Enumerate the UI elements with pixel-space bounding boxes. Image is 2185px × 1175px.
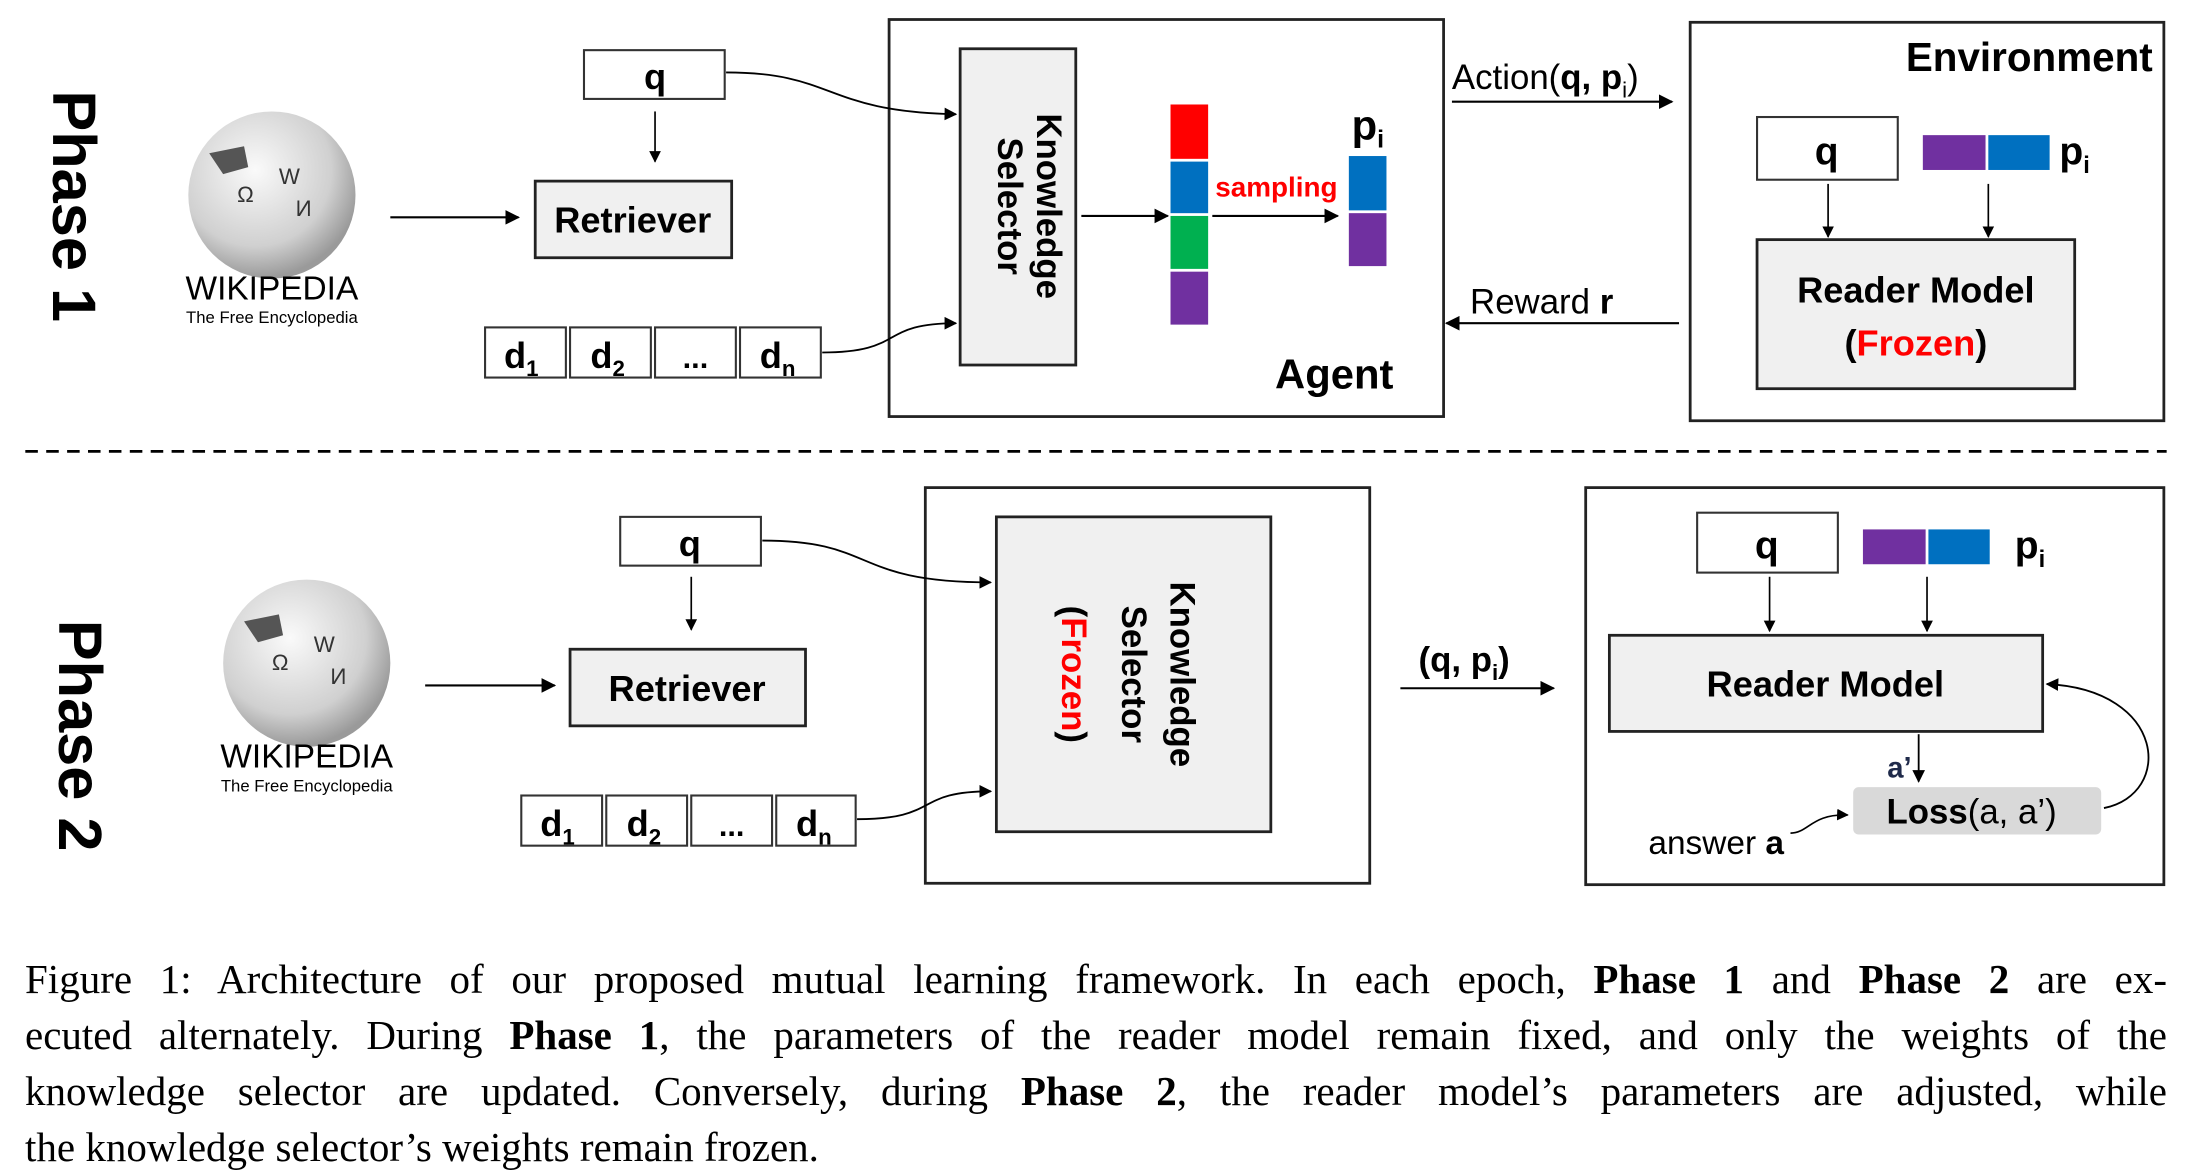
document-box: d2 <box>605 794 689 849</box>
svg-text:pi: pi <box>2015 525 2045 573</box>
document-list: d1 d2 ... dn <box>520 794 857 849</box>
svg-text:q: q <box>679 523 701 564</box>
document-box: dn <box>738 326 822 381</box>
svg-text:Selector: Selector <box>1114 606 1153 744</box>
wikipedia-logo: Ω W И WIKIPEDIA The Free Encyclopedia <box>186 111 359 327</box>
svg-text:Knowledge: Knowledge <box>1029 113 1068 299</box>
svg-text:И: И <box>330 664 346 689</box>
loss-feedback-arrow <box>2045 678 2150 809</box>
caption-line: knowledge selector are updated. Converse… <box>25 1068 2168 1114</box>
reader-model-frozen-box: Reader Model (Frozen) <box>1755 238 2077 391</box>
svg-text:The Free Encyclopedia: The Free Encyclopedia <box>186 308 358 327</box>
document-list: d1 d2 ... dn <box>484 326 822 381</box>
query-to-selector-arrow <box>762 539 993 589</box>
svg-text:The Free Encyclopedia: The Free Encyclopedia <box>221 776 393 795</box>
segment-green <box>1170 215 1209 269</box>
svg-text:pi: pi <box>2059 130 2089 178</box>
svg-text:W: W <box>279 164 300 189</box>
document-box: d2 <box>569 326 652 381</box>
wikipedia-logo: Ω W И WIKIPEDIA The Free Encyclopedia <box>220 579 394 795</box>
svg-text:d2: d2 <box>627 803 662 849</box>
passage-distribution-bar <box>1170 104 1209 325</box>
svg-text:Retriever: Retriever <box>554 200 711 241</box>
loss-box: Loss(a, a’) <box>1853 787 2102 835</box>
docs-to-selector-arrow <box>857 784 993 821</box>
svg-text:Selector: Selector <box>990 137 1029 275</box>
svg-text:dn: dn <box>760 335 796 381</box>
caption-line: Figure 1: Architecture of our proposed m… <box>25 956 2168 1002</box>
svg-text:(Frozen): (Frozen) <box>1844 322 1987 363</box>
svg-text:И: И <box>296 196 312 221</box>
selected-passage-label: pi <box>1352 101 1385 153</box>
prediction-label: a’ <box>1887 752 1911 784</box>
svg-text:Ω: Ω <box>237 182 254 207</box>
svg-text:Loss(a, a’): Loss(a, a’) <box>1886 792 2056 831</box>
phase-1-label: Phase 1 <box>40 90 108 322</box>
sampling-label: sampling <box>1215 171 1337 202</box>
svg-text:Action(q, pi): Action(q, pi) <box>1452 58 1639 102</box>
document-box: d1 <box>484 326 567 381</box>
answer-label: answer a <box>1648 825 1784 862</box>
svg-text:d2: d2 <box>590 335 625 381</box>
svg-text:...: ... <box>719 809 745 843</box>
svg-text:WIKIPEDIA: WIKIPEDIA <box>220 739 393 776</box>
svg-text:q: q <box>1755 525 1779 568</box>
svg-text:WIKIPEDIA: WIKIPEDIA <box>186 271 359 308</box>
architecture-diagram: Phase 1 Ω W И WIKIPEDIA The Free Encyclo… <box>25 18 2167 887</box>
svg-text:Reader Model: Reader Model <box>1707 664 1944 705</box>
svg-text:Environment: Environment <box>1906 34 2153 80</box>
svg-text:(q, pi): (q, pi) <box>1419 641 1510 685</box>
reader-model-box: Reader Model <box>1607 633 2045 733</box>
svg-text:Knowledge: Knowledge <box>1163 581 1202 767</box>
query-box: q <box>582 49 726 100</box>
svg-text:dn: dn <box>796 803 832 849</box>
svg-text:q: q <box>1815 130 1839 173</box>
answer-to-loss-arrow <box>1790 808 1849 834</box>
reward-arrow: Reward r <box>1444 282 1680 331</box>
document-box: d1 <box>520 794 604 849</box>
selected-passages-bar <box>1348 156 1387 267</box>
caption-line: the knowledge selector’s weights remain … <box>25 1124 819 1170</box>
agent-box: Knowledge Selector sampling pi Agent <box>726 18 1445 418</box>
retriever-box: Retriever <box>533 179 734 260</box>
document-box: dn <box>775 794 857 849</box>
svg-text:Reward r: Reward r <box>1470 282 1614 321</box>
svg-text:Retriever: Retriever <box>609 668 766 709</box>
phase-2: Phase 2 Ω W И WIKIPEDIA The Free Encyclo… <box>46 486 2166 887</box>
svg-text:d1: d1 <box>540 803 575 849</box>
svg-text:W: W <box>314 632 335 657</box>
environment-box: Environment q pi Reader Model (Frozen) <box>1688 20 2166 423</box>
svg-text:q: q <box>644 56 666 97</box>
segment-purple <box>1170 271 1209 325</box>
action-arrow: Action(q, pi) <box>1451 58 1674 110</box>
selector-container-box: Knowledge Selector (Frozen) <box>762 486 1372 885</box>
svg-text:Reader Model: Reader Model <box>1797 269 2035 310</box>
segment-red <box>1170 104 1209 159</box>
knowledge-selector-frozen-box: Knowledge Selector (Frozen) <box>994 515 1273 834</box>
svg-text:(Frozen): (Frozen) <box>1054 606 1093 743</box>
docs-to-selector-arrow <box>822 316 958 354</box>
caption-line: ecuted alternately. During Phase 1, the … <box>25 1012 2168 1058</box>
agent-label: Agent <box>1275 351 1393 398</box>
query-passage-transfer-arrow: (q, pi) <box>1400 641 1556 696</box>
query-box: q <box>619 515 762 567</box>
phase-1: Phase 1 Ω W И WIKIPEDIA The Free Encyclo… <box>40 18 2166 423</box>
query-to-selector-arrow <box>726 71 958 121</box>
knowledge-selector-box: Knowledge Selector <box>958 47 1078 367</box>
document-box: ... <box>690 794 774 847</box>
retriever-box: Retriever <box>568 647 807 728</box>
document-box: ... <box>653 326 737 379</box>
reader-training-box: q pi Reader Model a’ Loss(a, a’) answer … <box>1584 486 2166 887</box>
svg-text:Ω: Ω <box>272 650 289 675</box>
segment-blue <box>1170 161 1209 214</box>
svg-text:d1: d1 <box>504 335 539 381</box>
svg-text:...: ... <box>683 341 709 375</box>
phase-2-label: Phase 2 <box>46 620 114 852</box>
